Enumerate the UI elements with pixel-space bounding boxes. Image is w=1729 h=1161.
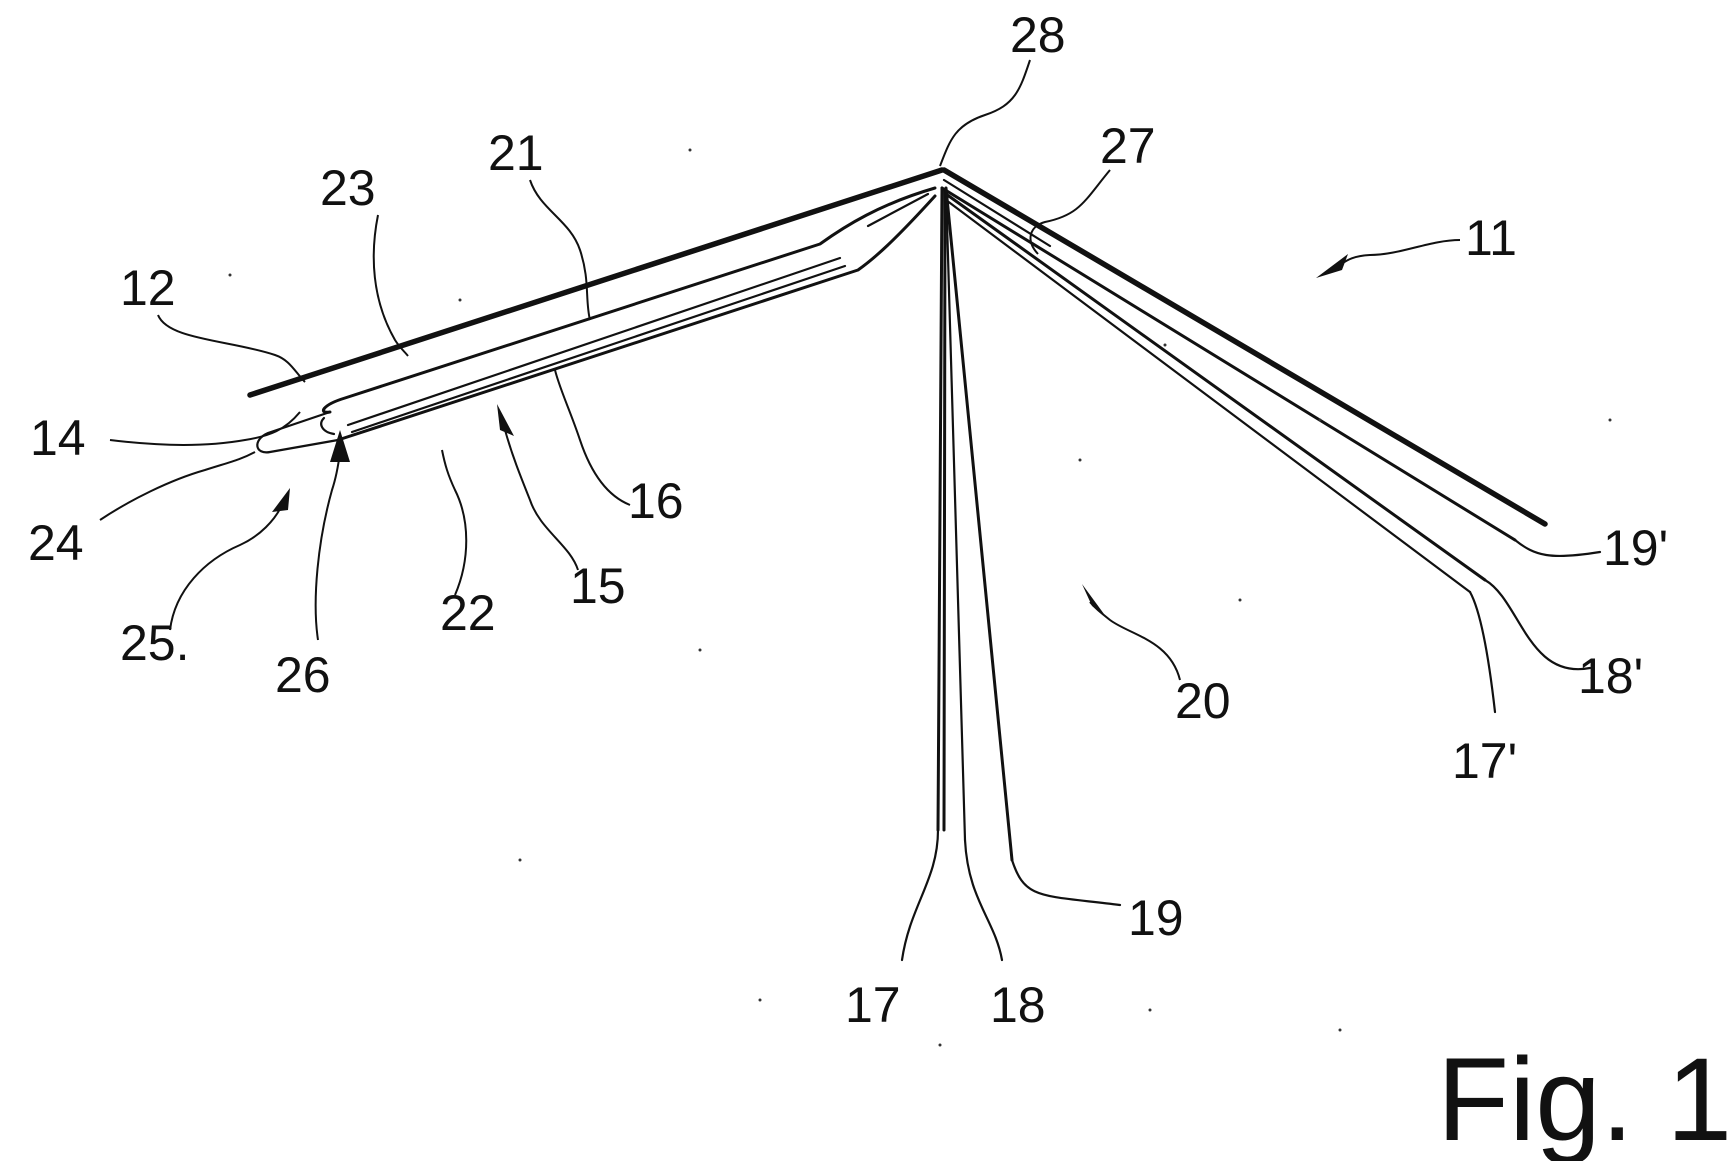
- right-arm-line-17p-a: [944, 192, 1487, 582]
- prong-line-19: [944, 186, 1014, 862]
- leader-23: [372, 214, 409, 357]
- leader-16: [554, 369, 631, 506]
- leader-26: [314, 451, 341, 641]
- prong-line-17b: [942, 188, 947, 832]
- label-17p: 17': [1452, 733, 1517, 789]
- right-arm-end-17p: [1468, 590, 1497, 714]
- prong-end-17: [900, 828, 940, 962]
- label-21: 21: [488, 125, 544, 181]
- arrowhead-26: [330, 430, 350, 462]
- label-15: 15: [570, 558, 626, 614]
- prong-end-18: [963, 838, 1004, 962]
- leader-25: [169, 504, 283, 631]
- scan-noise: [228, 148, 1612, 1047]
- leader-21: [529, 179, 591, 321]
- label-19: 19: [1128, 890, 1184, 946]
- prong-end-19: [1010, 858, 1122, 907]
- leader-28: [939, 59, 1031, 167]
- label-19p: 19': [1603, 520, 1668, 576]
- leader-14: [109, 411, 301, 446]
- arrowhead-25: [272, 488, 290, 512]
- right-arm-line-18p: [940, 186, 1517, 542]
- right-arm-line-inner: [942, 178, 1052, 248]
- figure-caption: Fig. 1: [1437, 1034, 1729, 1161]
- left-arm-sleeve-upper: [321, 186, 937, 414]
- label-20: 20: [1175, 673, 1231, 729]
- left-arm-sleeve-neck: [320, 416, 336, 436]
- left-arm-sleeve-lower: [336, 194, 937, 442]
- left-arm-outer-edge: [247, 167, 945, 398]
- leader-22: [441, 449, 468, 596]
- leader-27: [1029, 169, 1111, 255]
- arrowhead-20: [1082, 584, 1104, 614]
- label-18p: 18': [1578, 648, 1643, 704]
- right-arm-line-17p-b: [944, 198, 1472, 594]
- label-26: 26: [275, 647, 331, 703]
- arrowhead-11: [1316, 254, 1348, 278]
- label-22: 22: [440, 585, 496, 641]
- label-28: 28: [1010, 7, 1066, 63]
- leader-12: [157, 314, 306, 383]
- label-27: 27: [1100, 118, 1156, 174]
- left-arm-inner-line-b: [350, 264, 847, 434]
- label-24: 24: [28, 515, 84, 571]
- left-arm-inner-line-a: [346, 256, 842, 427]
- prong-line-17: [936, 186, 944, 832]
- label-12: 12: [120, 260, 176, 316]
- label-16: 16: [628, 473, 684, 529]
- right-arm-end-19p: [1513, 538, 1602, 558]
- prong-line-18: [944, 186, 967, 842]
- leader-15: [504, 429, 579, 571]
- leader-20: [1089, 601, 1181, 681]
- arrowhead-15: [497, 404, 514, 436]
- label-18: 18: [990, 977, 1046, 1033]
- right-arm-outer-edge: [941, 167, 1548, 527]
- left-arm-sleeve-tip-upper: [256, 410, 340, 454]
- label-17: 17: [845, 977, 901, 1033]
- label-25: 25.: [120, 615, 190, 671]
- label-14: 14: [30, 410, 86, 466]
- leader-11: [1337, 239, 1461, 267]
- label-11: 11: [1465, 210, 1517, 266]
- leader-24: [99, 451, 256, 521]
- left-arm-inner-line-c: [866, 192, 930, 228]
- right-arm-end-18p: [1483, 578, 1592, 671]
- label-23: 23: [320, 160, 376, 216]
